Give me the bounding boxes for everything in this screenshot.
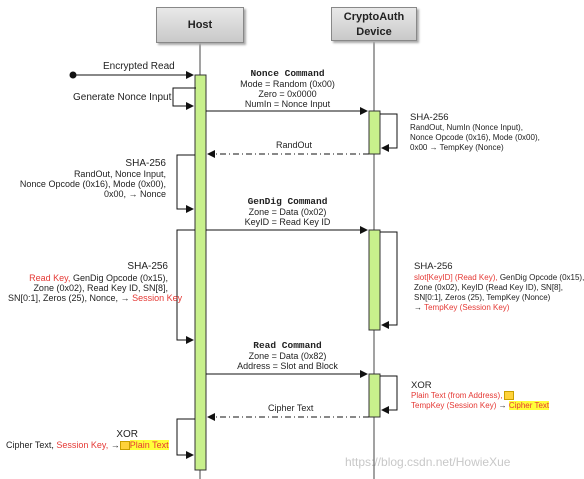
host-sha2-line1-rest: GenDig Opcode (0x15), — [70, 273, 168, 283]
randout-label: RandOut — [276, 140, 313, 150]
read-address: Address = Slot and Block — [237, 361, 338, 371]
device-sha1-line2: Nonce Opcode (0x16), Mode (0x00), — [410, 133, 540, 142]
host-sha1-line1: RandOut, Nonce Input, — [73, 169, 166, 179]
host-sha2-line2: Zone (0x02), Read Key ID, SN[8], — [33, 283, 168, 293]
device-sha2-line1-rest: GenDig Opcode (0x15), — [497, 273, 584, 282]
device-title-line1: CryptoAuth — [343, 11, 405, 23]
device-sha-block-2: SHA-256 slot[KeyID] (Read Key), GenDig O… — [414, 262, 584, 313]
device-xor-line2: TempKey (Session Key) → Cipher Text — [411, 401, 550, 411]
nonce-command-block: Nonce Command Mode = Random (0x00) Zero … — [225, 68, 350, 110]
device-activation-2 — [368, 229, 381, 331]
device-sha2-line1: slot[KeyID] (Read Key), GenDig Opcode (0… — [414, 273, 584, 283]
nonce-mode: Mode = Random (0x00) — [240, 79, 335, 89]
device-xor-cipher-text: Cipher Text — [508, 401, 550, 410]
device-sha2-line4: → TempKey (Session Key) — [414, 303, 584, 313]
device-sha2-arrow: → — [414, 303, 422, 312]
device-sha2-slot-key: slot[KeyID] (Read Key), — [414, 273, 498, 282]
host-sha2-line3-text: SN[0:1], Zeros (25), Nonce, → — [8, 293, 130, 303]
read-zone: Zone = Data (0x82) — [248, 351, 327, 361]
device-xor-loop — [380, 375, 398, 414]
device-activation-1 — [368, 110, 381, 155]
host-xor-block: XOR Cipher Text, Session Key, → Plain Tex… — [6, 429, 169, 451]
device-sha-loop-2 — [380, 231, 398, 329]
host-sha-loop-2 — [176, 229, 195, 344]
host-sha2-line1: Read Key, GenDig Opcode (0x15), — [8, 273, 168, 283]
host-sha-block-1: SHA-256 RandOut, Nonce Input, Nonce Opco… — [8, 158, 166, 200]
device-sha1-line3: 0x00 → TempKey (Nonce) — [410, 143, 504, 152]
device-sha-loop-1 — [380, 113, 398, 152]
host-activation — [194, 74, 207, 471]
host-sha-loop-1 — [176, 154, 195, 213]
nonce-command-name: Nonce Command — [250, 68, 325, 79]
device-activation-3 — [368, 373, 381, 418]
host-xor-title: XOR — [116, 429, 138, 440]
host-xor-arrow: → — [108, 440, 120, 450]
gendig-keyid: KeyID = Read Key ID — [244, 217, 331, 227]
gendig-zone: Zone = Data (0x02) — [248, 207, 327, 217]
device-sha2-line2: Zone (0x02), KeyID (Read Key ID), SN[8], — [414, 283, 563, 292]
host-sha1-title: SHA-256 — [125, 158, 166, 169]
device-sha2-session-key: TempKey (Session Key) — [424, 303, 510, 312]
host-sha2-title: SHA-256 — [127, 261, 168, 272]
host-xor-session-key: Session Key, — [56, 440, 109, 450]
device-xor-arrow: → — [496, 401, 509, 410]
device-sha2-title: SHA-256 — [414, 261, 453, 272]
device-xor-plain-text: Plain Text (from Address), — [411, 391, 503, 400]
device-xor-title: XOR — [411, 380, 432, 391]
host-xor-line1: Cipher Text, Session Key, → Plain Text — [6, 440, 169, 451]
watermark: https://blog.csdn.net/HowieXue — [345, 455, 511, 469]
device-xor-session-key: TempKey (Session Key) — [411, 401, 497, 410]
device-sha2-line3: SN[0:1], Zeros (25), TempKey (Nonce) — [414, 293, 551, 302]
device-sha-block-1: SHA-256 RandOut, NumIn (Nonce Input), No… — [410, 113, 540, 153]
host-header: Host — [156, 7, 244, 43]
gendig-command-name: GenDig Command — [247, 196, 328, 207]
device-xor-line1: Plain Text (from Address), — [411, 391, 549, 401]
cipher-text-label: Cipher Text — [268, 403, 314, 413]
read-command-block: Read Command Zone = Data (0x82) Address … — [225, 340, 350, 372]
generate-nonce-loop — [172, 87, 196, 110]
note-icon — [504, 391, 515, 401]
host-sha1-line2: Nonce Opcode (0x16), Mode (0x00), — [19, 179, 166, 189]
gendig-command-block: GenDig Command Zone = Data (0x02) KeyID … — [225, 196, 350, 228]
host-xor-cipher-text: Cipher Text, — [6, 440, 57, 450]
device-xor-block: XOR Plain Text (from Address), TempKey (… — [411, 380, 550, 411]
device-title-line2: Device — [356, 26, 392, 38]
host-sha-block-2: SHA-256 Read Key, GenDig Opcode (0x15), … — [8, 261, 182, 304]
encrypted-read-label: Encrypted Read — [103, 61, 175, 72]
device-sha1-line1: RandOut, NumIn (Nonce Input), — [410, 123, 523, 132]
device-sha1-title: SHA-256 — [410, 112, 449, 123]
note-icon — [119, 441, 130, 451]
host-sha1-line3: 0x00, → Nonce — [103, 189, 166, 199]
generate-nonce-label: Generate Nonce Input — [73, 92, 172, 103]
nonce-zero: Zero = 0x0000 — [258, 89, 317, 99]
host-xor-plain-text: Plain Text — [129, 440, 169, 450]
host-xor-loop — [176, 418, 195, 459]
host-title: Host — [187, 19, 213, 31]
device-header: CryptoAuth Device — [331, 7, 417, 41]
nonce-numin: NumIn = Nonce Input — [244, 99, 331, 109]
host-sha2-read-key: Read Key, — [29, 273, 71, 283]
host-sha2-session-key: Session Key — [132, 293, 183, 303]
read-command-name: Read Command — [253, 340, 322, 351]
host-sha2-line3: SN[0:1], Zeros (25), Nonce, → Session Ke… — [8, 293, 182, 303]
